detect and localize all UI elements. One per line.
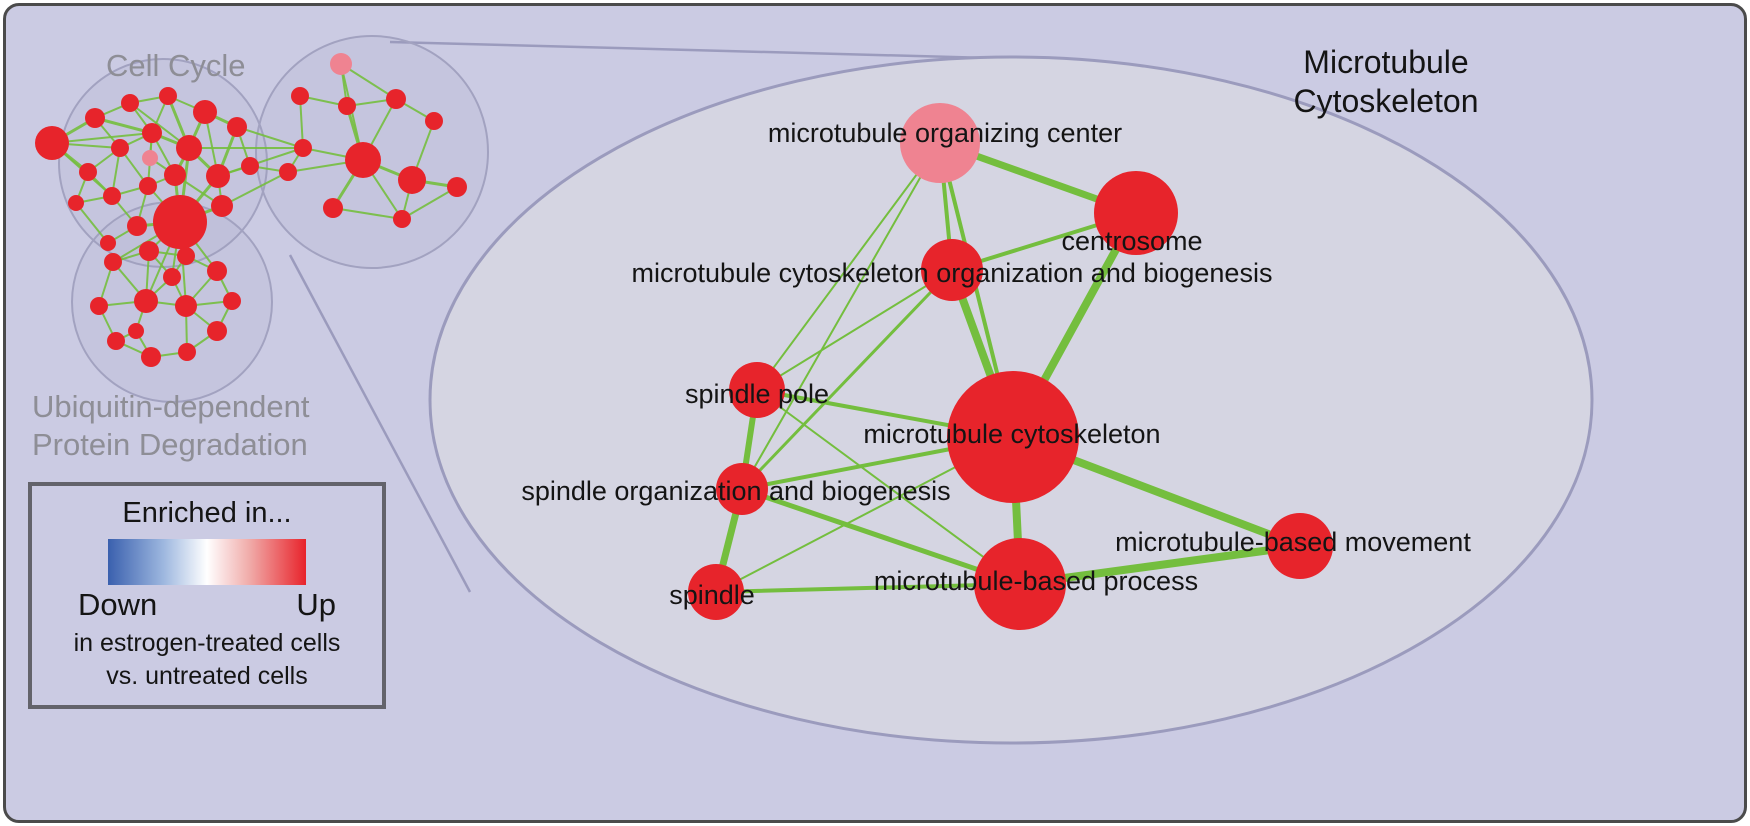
overview-node bbox=[141, 347, 161, 367]
node-mc bbox=[947, 371, 1079, 503]
overview-node bbox=[142, 150, 158, 166]
overview-node bbox=[447, 177, 467, 197]
node-moc bbox=[900, 103, 980, 183]
overview-node bbox=[68, 195, 84, 211]
overview-node bbox=[291, 87, 309, 105]
label-moc: microtubule organizing center bbox=[768, 118, 1122, 148]
zoom-connector-line bbox=[389, 40, 991, 60]
overview-node bbox=[103, 187, 121, 205]
label-mcob: microtubule cytoskeleton organization an… bbox=[632, 258, 1273, 288]
overview-node bbox=[386, 89, 406, 109]
overview-node bbox=[178, 343, 196, 361]
edge-mbp-spindle bbox=[714, 582, 1022, 594]
overview-node bbox=[227, 117, 247, 137]
overview-node bbox=[35, 126, 69, 160]
overview-node bbox=[393, 210, 411, 228]
node-mcob bbox=[921, 239, 983, 301]
overview-node bbox=[163, 268, 181, 286]
overview-edge bbox=[221, 171, 289, 207]
overview-node bbox=[345, 142, 381, 178]
overview-node bbox=[223, 292, 241, 310]
ubiquitin-label-line1: Ubiquitin-dependent bbox=[32, 389, 310, 424]
overview-node bbox=[398, 166, 426, 194]
label-mc: microtubule cytoskeleton bbox=[863, 419, 1160, 449]
legend-box: Enriched in... Down Up in estrogen-treat… bbox=[28, 482, 386, 709]
overview-node bbox=[128, 323, 144, 339]
edge-mbp-mbm bbox=[1016, 542, 1304, 588]
overview-node bbox=[323, 198, 343, 218]
legend-note: in estrogen-treated cells vs. untreated … bbox=[32, 627, 382, 693]
label-spindle: spindle bbox=[669, 580, 755, 610]
overview-edge bbox=[236, 126, 304, 149]
overview-node bbox=[177, 247, 195, 265]
overview-node bbox=[100, 235, 116, 251]
node-mbm bbox=[1267, 513, 1333, 579]
edge-mcob-spole bbox=[756, 269, 953, 391]
overview-node bbox=[142, 123, 162, 143]
edge-sob-mbp bbox=[739, 486, 1023, 587]
node-centrosome bbox=[1094, 171, 1178, 255]
microtubule-label-line1: Microtubule bbox=[1303, 44, 1469, 80]
overview-node bbox=[79, 163, 97, 181]
overview-node bbox=[207, 261, 227, 281]
overview-node bbox=[127, 216, 147, 236]
ubiquitin-label-line2: Protein Degradation bbox=[32, 427, 308, 462]
edge-mcob-sob bbox=[740, 268, 954, 491]
cluster-label-cell-cycle: Cell Cycle bbox=[106, 48, 246, 83]
node-mbp bbox=[974, 538, 1066, 630]
overview-node bbox=[90, 297, 108, 315]
overview-node bbox=[279, 163, 297, 181]
edge-moc-spole bbox=[756, 142, 941, 391]
node-spole bbox=[729, 362, 785, 418]
overview-node bbox=[207, 321, 227, 341]
overview-edge bbox=[332, 207, 403, 220]
overview-node bbox=[193, 100, 217, 124]
overview-node bbox=[153, 195, 207, 249]
overview-node bbox=[425, 112, 443, 130]
overview-node bbox=[294, 139, 312, 157]
overview-node bbox=[85, 108, 105, 128]
overview-node bbox=[111, 139, 129, 157]
overview-node bbox=[211, 195, 233, 217]
overview-node bbox=[104, 253, 122, 271]
overview-node bbox=[206, 164, 230, 188]
zoom-connector-line bbox=[288, 254, 472, 593]
overview-node bbox=[176, 135, 202, 161]
legend-note-line1: in estrogen-treated cells bbox=[73, 629, 341, 657]
legend-title: Enriched in... bbox=[122, 497, 292, 529]
cluster-label-microtubule-cytoskeleton: Microtubule Cytoskeleton bbox=[1255, 43, 1517, 121]
overview-node bbox=[159, 87, 177, 105]
edge-moc-sob bbox=[741, 142, 941, 490]
label-sob: spindle organization and biogenesis bbox=[521, 476, 950, 506]
overview-node bbox=[121, 94, 139, 112]
edge-spole-mbp bbox=[756, 389, 1021, 585]
legend-note-line2: vs. untreated cells bbox=[106, 662, 308, 690]
overview-node bbox=[134, 289, 158, 313]
overview-edge bbox=[217, 147, 304, 177]
legend-gradient-bar bbox=[108, 539, 306, 585]
label-spole: spindle pole bbox=[685, 379, 829, 409]
overview-node bbox=[164, 164, 186, 186]
cluster-label-ubiquitin: Ubiquitin-dependent Protein Degradation bbox=[32, 388, 310, 464]
label-mbm: microtubule-based movement bbox=[1115, 527, 1471, 557]
node-sob bbox=[716, 463, 768, 515]
legend-up-label: Up bbox=[296, 587, 336, 622]
overview-node bbox=[139, 177, 157, 195]
overview-node bbox=[330, 53, 352, 75]
label-mbp: microtubule-based process bbox=[874, 566, 1198, 596]
overview-node bbox=[338, 97, 356, 115]
overview-node bbox=[139, 241, 159, 261]
microtubule-label-line2: Cytoskeleton bbox=[1293, 83, 1479, 119]
legend-down-label: Down bbox=[78, 587, 158, 622]
node-spindle bbox=[688, 564, 744, 620]
overview-edge bbox=[401, 186, 458, 220]
overview-node bbox=[241, 157, 259, 175]
overview-node bbox=[175, 295, 197, 317]
overview-node bbox=[107, 332, 125, 350]
overview-edge bbox=[75, 202, 109, 244]
label-centrosome: centrosome bbox=[1061, 226, 1202, 256]
